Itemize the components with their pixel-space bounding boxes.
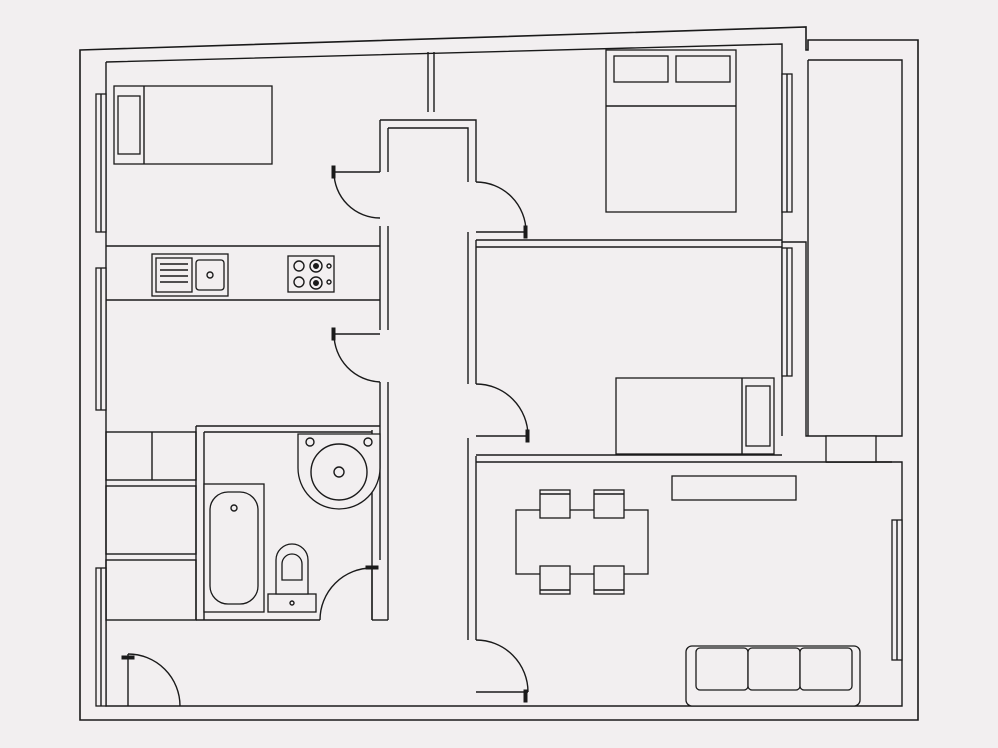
windows (95, 73, 903, 707)
single-bed-top-left (113, 85, 273, 165)
washbasin (297, 433, 381, 510)
door-living (475, 639, 529, 703)
door-entrance (121, 653, 181, 707)
bathtub (203, 483, 265, 613)
dining-chairs (539, 489, 625, 595)
sideboard (671, 475, 797, 501)
window-left-bottom (95, 567, 107, 707)
window-left-top (95, 93, 107, 233)
doors (121, 165, 530, 707)
door-kitchen-bottom (331, 327, 381, 383)
interior-walls (105, 52, 892, 640)
dining-table (515, 509, 649, 575)
window-left-middle (95, 267, 107, 411)
window-right-living (891, 519, 903, 661)
door-bedroom-small (475, 383, 530, 443)
door-kitchen-top (331, 165, 381, 219)
furniture (113, 49, 861, 707)
sofa (685, 645, 861, 707)
window-right-bedroom-large (781, 73, 793, 213)
window-right-bedroom-small (781, 247, 793, 377)
kitchen-counter (151, 253, 229, 297)
single-bed-small-bedroom (615, 377, 775, 455)
cooktop (287, 255, 335, 293)
window-balcony-bottom (825, 435, 877, 463)
toilet (267, 543, 317, 613)
double-bed (605, 49, 737, 213)
door-bathroom (319, 565, 379, 621)
door-bedroom-large (475, 181, 528, 239)
